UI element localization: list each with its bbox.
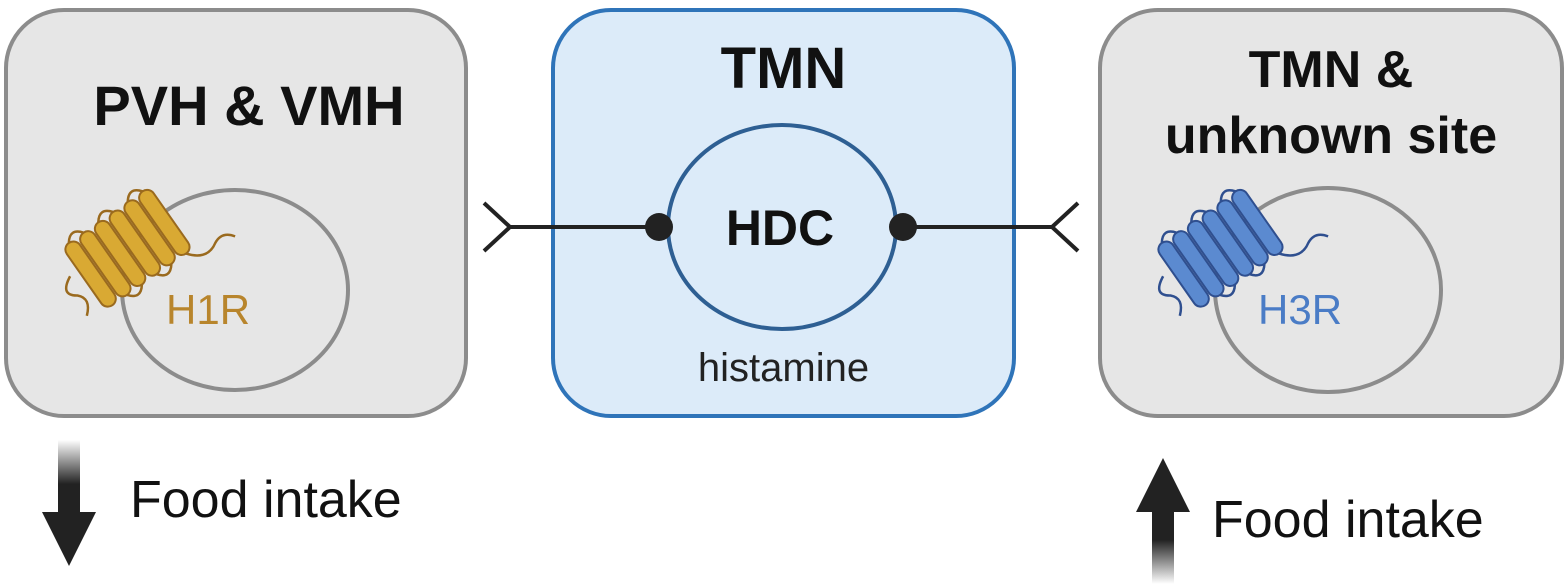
food-intake-increase-label: Food intake <box>1212 491 1484 549</box>
h1r-receptor-icon <box>64 188 236 317</box>
h3r-receptor-icon <box>1157 188 1329 317</box>
pvh-vmh-box <box>4 8 468 418</box>
tmn-box <box>551 8 1016 418</box>
tmn-unknown-site-box <box>1098 8 1564 418</box>
histamine-label: histamine <box>697 346 870 390</box>
pvh-vmh-title: PVH & VMH <box>93 74 405 137</box>
up-arrow-icon <box>1136 458 1190 584</box>
right-synapse-connection <box>889 201 1080 253</box>
food-intake-decrease-label: Food intake <box>130 471 402 529</box>
hdc-label: HDC <box>725 200 835 256</box>
down-arrow-icon <box>42 440 96 566</box>
right-title-line1: TMN & <box>1248 41 1414 99</box>
h3r-label: H3R <box>1258 286 1343 333</box>
left-synapse-connection <box>482 201 673 253</box>
tmn-title: TMN <box>720 36 847 101</box>
right-title-line2: unknown site <box>1164 107 1498 165</box>
h1r-label: H1R <box>166 286 251 333</box>
